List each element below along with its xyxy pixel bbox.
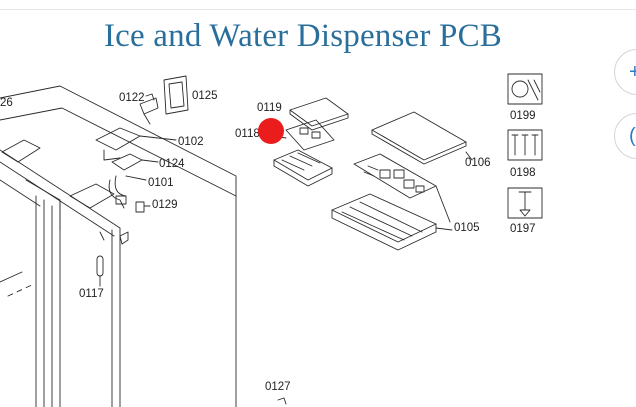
plus-icon: +	[629, 61, 636, 83]
part-label-0127[interactable]: 0127	[265, 381, 291, 393]
part-label-0197[interactable]: 0197	[510, 223, 536, 235]
part-0102-chute	[95, 127, 177, 161]
part-0106-board	[371, 111, 473, 165]
part-0127-clip	[277, 397, 287, 405]
tool-0198-icon	[507, 129, 543, 161]
part-0125-frame	[163, 75, 189, 115]
top-divider	[0, 9, 636, 10]
part-label-0124[interactable]: 0124	[159, 158, 185, 170]
part-label-0119[interactable]: 0119	[257, 102, 282, 114]
tool-0199-icon	[507, 73, 543, 105]
part-label-0198[interactable]: 0198	[510, 167, 536, 179]
part-0118-lower-panel	[273, 149, 333, 187]
part-hotspot-marker[interactable]	[258, 118, 284, 144]
part-label-0102[interactable]: 0102	[178, 136, 204, 148]
part-0119-cover	[289, 97, 349, 131]
side-action-icon: (	[629, 125, 636, 147]
part-0122-knob	[139, 93, 159, 125]
part-label-0101[interactable]: 0101	[148, 177, 174, 189]
part-0106-pcb	[353, 153, 451, 223]
refrigerator-cabinet	[0, 85, 237, 407]
part-0129-screw	[135, 201, 151, 213]
part-label-0125[interactable]: 0125	[192, 90, 218, 102]
part-label-0117[interactable]: 0117	[79, 288, 104, 300]
part-0124-bracket	[111, 153, 159, 171]
part-label-0129[interactable]: 0129	[152, 199, 178, 211]
part-label-0118[interactable]: 0118	[235, 128, 260, 140]
part-label-0122[interactable]: 0122	[119, 92, 145, 104]
part-label-0106[interactable]: 0106	[465, 157, 491, 169]
tool-0197-icon	[507, 187, 543, 219]
part-0101-pipe	[108, 175, 147, 209]
page-title: Ice and Water Dispenser PCB	[103, 18, 503, 54]
part-0105-housing	[331, 193, 453, 251]
part-label-0105[interactable]: 0105	[454, 222, 480, 234]
part-label-26[interactable]: 26	[0, 97, 13, 109]
part-label-0199[interactable]: 0199	[510, 110, 536, 122]
